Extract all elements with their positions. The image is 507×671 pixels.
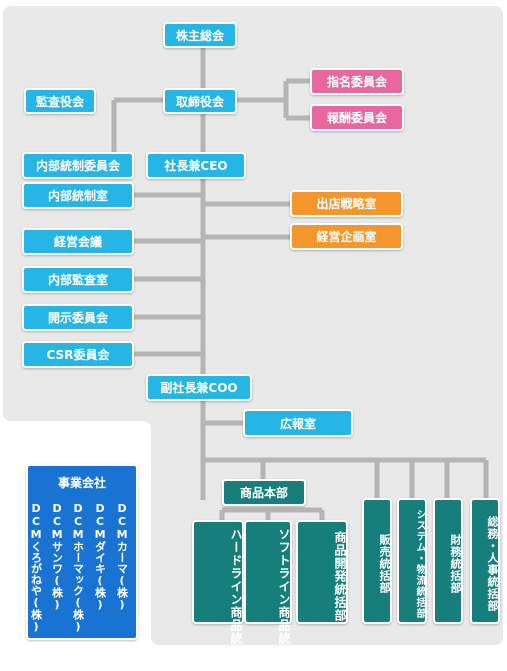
- subsidiary-daiki: DCMダイキ(株): [93, 502, 107, 611]
- nomination-committee-box[interactable]: 指名委員会: [310, 68, 404, 95]
- subsidiaries-box[interactable]: 事業会社 DCMカーマ(株) DCMダイキ(株) DCMホーマック(株) DCM…: [26, 464, 138, 640]
- store-strategy-office-box[interactable]: 出店戦略室: [290, 190, 403, 217]
- product-development-box[interactable]: 商品開発統括部: [296, 520, 348, 624]
- hardline-box[interactable]: ハードライン商品統括部: [192, 520, 244, 671]
- vice-president-coo-box[interactable]: 副社長兼COO: [146, 374, 252, 401]
- internal-control-office-box[interactable]: 内部統制室: [22, 182, 134, 209]
- sales-box[interactable]: 販売統括部: [362, 498, 392, 624]
- softline-label: ソフトライン商品統括部: [277, 528, 291, 671]
- disclosure-committee-box[interactable]: 開示委員会: [22, 304, 134, 331]
- internal-audit-office-box[interactable]: 内部監査室: [22, 266, 134, 293]
- pr-office-box[interactable]: 広報室: [243, 409, 353, 437]
- shareholders-meeting-box[interactable]: 株主総会: [163, 22, 237, 48]
- management-council-box[interactable]: 経営会議: [22, 228, 134, 255]
- subsidiary-kahma: DCMカーマ(株): [115, 502, 129, 611]
- compensation-committee-box[interactable]: 報酬委員会: [310, 104, 404, 131]
- subsidiary-homac: DCMホーマック(株): [71, 502, 85, 633]
- subsidiaries-title: 事業会社: [57, 476, 106, 490]
- internal-control-committee-box[interactable]: 内部統制委員会: [22, 152, 134, 179]
- management-planning-office-box[interactable]: 経営企画室: [290, 223, 403, 250]
- board-of-directors-box[interactable]: 取締役会: [163, 88, 237, 114]
- csr-committee-box[interactable]: CSR委員会: [22, 341, 134, 368]
- audit-board-box[interactable]: 監査役会: [24, 88, 96, 114]
- product-development-label: 商品開発統括部: [333, 530, 347, 622]
- general-affairs-hr-box[interactable]: 総務・人事統括部: [470, 498, 500, 624]
- hardline-label: ハードライン商品統括部: [229, 528, 243, 671]
- softline-box[interactable]: ソフトライン商品統括部: [244, 520, 292, 671]
- subsidiary-kuroganeya: DCMくろがねや(株): [29, 502, 43, 633]
- finance-box[interactable]: 財務統括部: [433, 498, 463, 624]
- subsidiary-sanwa: DCMサンワ(株): [50, 502, 64, 611]
- systems-logistics-box[interactable]: システム・物流統括部: [397, 498, 427, 624]
- connector-lines: [111, 48, 489, 526]
- president-ceo-box[interactable]: 社長兼CEO: [146, 152, 246, 179]
- merchandising-division-box[interactable]: 商品本部: [222, 479, 306, 506]
